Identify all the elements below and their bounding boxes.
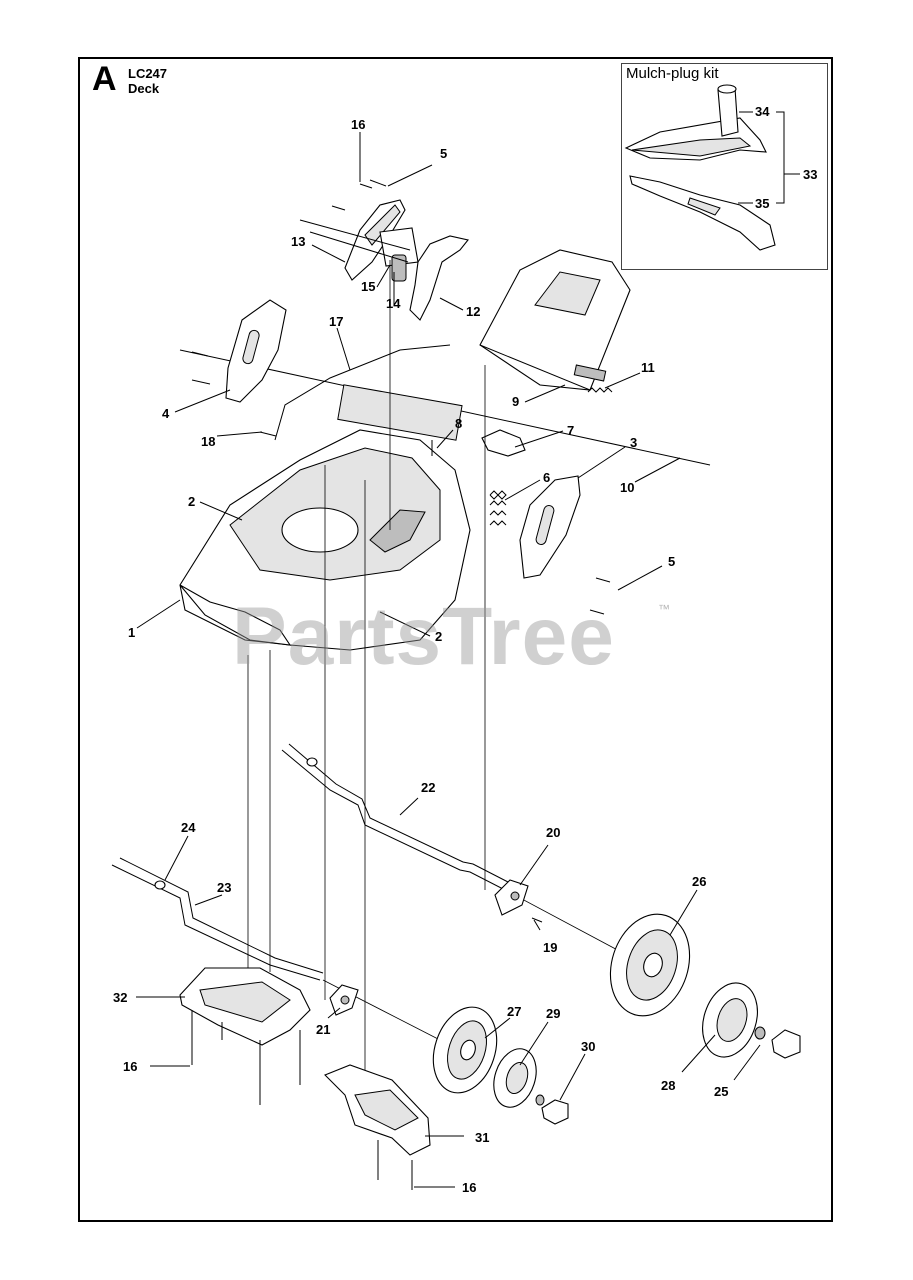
inset-leaders [738, 111, 800, 204]
callout-34: 34 [755, 104, 770, 119]
handle-tube[interactable] [274, 344, 451, 441]
callout-3: 3 [630, 435, 637, 450]
grass-bag-cover[interactable] [479, 249, 631, 391]
callout-labels: 1 2 2 3 4 5 5 6 7 8 9 10 11 12 13 14 15 … [113, 104, 817, 1195]
callout-4: 4 [162, 406, 170, 421]
left-height-bracket[interactable] [225, 299, 287, 403]
leader-lines [136, 132, 761, 1188]
callout-9: 9 [512, 394, 519, 409]
assembly-guides [247, 260, 486, 1090]
section-letter: A [92, 60, 117, 98]
front-cover[interactable] [179, 967, 311, 1105]
rear-deflector[interactable] [324, 1064, 431, 1190]
callout-19: 19 [543, 940, 557, 955]
callout-8: 8 [455, 416, 462, 431]
mulch-plug-part[interactable] [624, 84, 767, 161]
callout-32: 32 [113, 990, 127, 1005]
front-hub-cap[interactable] [487, 1043, 544, 1112]
callout-27: 27 [507, 1004, 521, 1019]
front-axle[interactable] [111, 857, 441, 1041]
callout-7: 7 [567, 423, 574, 438]
trademark-symbol: ™ [658, 602, 670, 616]
callout-12: 12 [466, 304, 480, 319]
diagram-frame [78, 57, 833, 1222]
rear-wheel[interactable] [598, 904, 702, 1026]
callout-22: 22 [421, 780, 435, 795]
rear-hub-cap[interactable] [694, 976, 767, 1064]
callout-31: 31 [475, 1130, 489, 1145]
callout-2: 2 [188, 494, 195, 509]
callout-5: 5 [668, 554, 675, 569]
springs[interactable] [489, 387, 613, 526]
front-wheel-nut[interactable] [535, 1094, 569, 1125]
assembly-name: Deck [128, 81, 160, 96]
axle-bracket-right[interactable] [494, 879, 529, 916]
rear-axle[interactable] [281, 743, 641, 963]
clip-plate[interactable] [481, 429, 526, 457]
rear-wheel-nut[interactable] [754, 1026, 801, 1059]
mulch-blade-part[interactable] [629, 175, 776, 251]
callout-5: 5 [440, 146, 447, 161]
model-number: LC247 [128, 66, 168, 81]
callout-14: 14 [386, 296, 401, 311]
callout-26: 26 [692, 874, 706, 889]
right-height-bracket[interactable] [519, 475, 581, 579]
handle-bracket-assembly[interactable] [299, 179, 469, 321]
axle-bracket-left[interactable] [329, 984, 359, 1016]
callout-13: 13 [291, 234, 305, 249]
callout-25: 25 [714, 1084, 728, 1099]
screws[interactable] [191, 183, 611, 923]
callout-16: 16 [351, 117, 365, 132]
callout-30: 30 [581, 1039, 595, 1054]
callout-33: 33 [803, 167, 817, 182]
callout-17: 17 [329, 314, 343, 329]
callout-18: 18 [201, 434, 215, 449]
inset-title: Mulch-plug kit [626, 65, 719, 82]
callout-10: 10 [620, 480, 634, 495]
callout-2: 2 [435, 629, 442, 644]
callout-1: 1 [128, 625, 135, 640]
callout-20: 20 [546, 825, 560, 840]
callout-16: 16 [123, 1059, 137, 1074]
model-title: LC247 Deck [128, 66, 167, 96]
callout-24: 24 [181, 820, 196, 835]
callout-35: 35 [755, 196, 769, 211]
callout-6: 6 [543, 470, 550, 485]
front-wheel[interactable] [423, 999, 507, 1101]
mulch-plug-kit-inset [621, 63, 828, 270]
callout-16: 16 [462, 1180, 476, 1195]
callout-15: 15 [361, 279, 375, 294]
watermark: PartsTree [232, 591, 615, 682]
callout-28: 28 [661, 1078, 675, 1093]
callout-23: 23 [217, 880, 231, 895]
callout-11: 11 [641, 360, 655, 375]
callout-21: 21 [316, 1022, 330, 1037]
callout-29: 29 [546, 1006, 560, 1021]
